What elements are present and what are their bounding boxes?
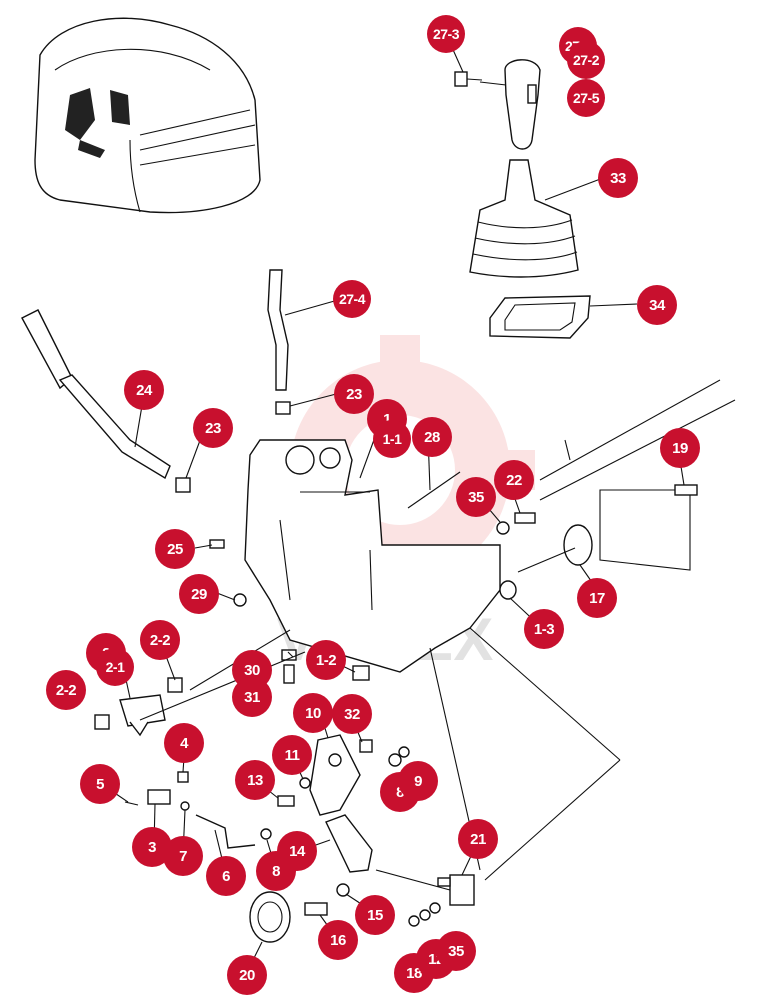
washer-29 xyxy=(233,593,247,607)
bushing-32 xyxy=(359,739,373,753)
bolt-31 xyxy=(283,664,295,684)
switch-21 xyxy=(437,874,475,906)
callout-13[interactable]: 13 xyxy=(235,760,275,800)
callout-2-1[interactable]: 2-1 xyxy=(96,648,134,686)
callout-15[interactable]: 15 xyxy=(355,895,395,935)
callout-23-left[interactable]: 23 xyxy=(193,408,233,448)
callout-4[interactable]: 4 xyxy=(164,723,204,763)
washer-9 xyxy=(398,746,410,758)
callout-27-2[interactable]: 27-2 xyxy=(567,41,605,79)
washer-7 xyxy=(180,801,190,811)
callout-11[interactable]: 11 xyxy=(272,735,312,775)
callout-27-3[interactable]: 27-3 xyxy=(427,15,465,53)
callout-14[interactable]: 14 xyxy=(277,831,317,871)
callout-17[interactable]: 17 xyxy=(577,578,617,618)
pivot-arm xyxy=(119,694,166,737)
hand-lever xyxy=(21,309,171,480)
callout-21[interactable]: 21 xyxy=(458,819,498,859)
bolt-13 xyxy=(277,795,295,807)
callout-1-1[interactable]: 1-1 xyxy=(373,420,411,458)
callout-24[interactable]: 24 xyxy=(124,370,164,410)
bolt-4 xyxy=(177,771,189,783)
callout-20[interactable]: 20 xyxy=(227,955,267,995)
washer-8-lower xyxy=(260,828,272,840)
callout-1-3[interactable]: 1-3 xyxy=(524,609,564,649)
bushing-2-2-left xyxy=(94,714,110,730)
shift-lever-rod xyxy=(267,269,289,391)
callout-33[interactable]: 33 xyxy=(598,158,638,198)
tractor-cab-illustration xyxy=(34,17,261,214)
callout-34[interactable]: 34 xyxy=(637,285,677,325)
cam-plate xyxy=(309,734,361,816)
callout-7[interactable]: 7 xyxy=(163,836,203,876)
callout-9[interactable]: 9 xyxy=(398,761,438,801)
bushing-1-2 xyxy=(352,665,370,681)
gear-knob xyxy=(479,59,541,150)
nut-23-left xyxy=(175,477,191,493)
rubber-boot xyxy=(469,159,579,278)
bolt-16 xyxy=(304,902,328,916)
callout-6[interactable]: 6 xyxy=(206,856,246,896)
spring-20 xyxy=(249,891,291,943)
boot-frame xyxy=(489,295,591,339)
callout-10[interactable]: 10 xyxy=(293,693,333,733)
floor-plate xyxy=(539,379,736,571)
bolt-22 xyxy=(514,512,536,524)
nut-30 xyxy=(281,649,297,661)
callout-28[interactable]: 28 xyxy=(412,417,452,457)
callout-27-5[interactable]: 27-5 xyxy=(567,79,605,117)
callout-29[interactable]: 29 xyxy=(179,574,219,614)
callout-22[interactable]: 22 xyxy=(494,460,534,500)
callout-2-2-upper[interactable]: 2-2 xyxy=(140,620,180,660)
pin-5 xyxy=(124,801,139,806)
nut-18 xyxy=(408,915,420,927)
callout-19[interactable]: 19 xyxy=(660,428,700,468)
callout-27-4[interactable]: 27-4 xyxy=(333,280,371,318)
callout-25[interactable]: 25 xyxy=(155,529,195,569)
callout-1-2[interactable]: 1-2 xyxy=(306,640,346,680)
nut-23-upper xyxy=(275,401,291,415)
callout-32[interactable]: 32 xyxy=(332,694,372,734)
pivot-shaft xyxy=(517,524,593,573)
bushing-2-2-right xyxy=(167,677,183,693)
callout-5[interactable]: 5 xyxy=(80,764,120,804)
washer-8-upper xyxy=(388,753,402,767)
link-rod-6 xyxy=(195,814,256,849)
callout-35-lower[interactable]: 35 xyxy=(436,931,476,971)
bolt-25 xyxy=(209,539,225,549)
washer-35-lower xyxy=(429,902,441,914)
lever-14 xyxy=(325,814,373,873)
bolt-27-3 xyxy=(454,71,483,87)
callout-2-2-lower[interactable]: 2-2 xyxy=(46,670,86,710)
callout-31[interactable]: 31 xyxy=(232,677,272,717)
callout-35-upper[interactable]: 35 xyxy=(456,477,496,517)
callout-16[interactable]: 16 xyxy=(318,920,358,960)
bushing-1-3 xyxy=(499,580,517,600)
washer-35 xyxy=(496,521,510,535)
washer-12 xyxy=(419,909,431,921)
washer-11 xyxy=(299,777,311,789)
callout-23-upper[interactable]: 23 xyxy=(334,374,374,414)
washer-15 xyxy=(336,883,350,897)
clamp-3 xyxy=(147,789,171,805)
bolt-19 xyxy=(674,484,698,496)
